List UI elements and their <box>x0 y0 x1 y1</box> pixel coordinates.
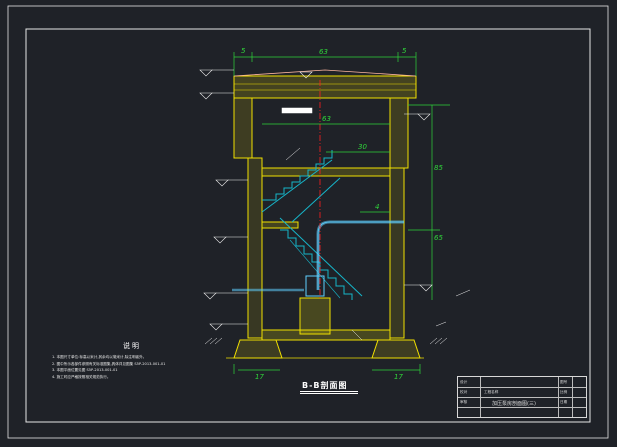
note-line-2: 2. 图中所示各部件参照有关标准图集,具体详见图集 S5P-2013-001-0… <box>52 361 166 366</box>
dim-right-height-2: 85 <box>434 164 443 172</box>
pump-unit <box>305 275 325 297</box>
right-wall-upper <box>389 97 409 169</box>
building-section <box>226 69 424 359</box>
roof-slope <box>233 69 417 77</box>
tb-divider <box>458 407 586 408</box>
left-footing <box>233 339 283 359</box>
elevation-markers <box>199 69 433 331</box>
tb-divider <box>458 387 586 388</box>
left-wall-lower <box>247 157 263 339</box>
section-title: B-B剖面图 <box>302 381 348 390</box>
stair-upper-flight <box>262 150 333 201</box>
tb-project-label: 工程名称 <box>484 390 499 394</box>
tb-divider <box>480 377 481 417</box>
dim-top-width: 63 <box>319 48 328 56</box>
dimension-lines <box>233 52 450 374</box>
tb-divider <box>572 377 573 417</box>
roof-slab <box>233 75 417 99</box>
section-marker <box>281 107 313 114</box>
mid-floor-left <box>261 221 299 229</box>
note-line-1: 1. 本图尺寸单位:标高以米计,其余均以毫米计,除注明者外。 <box>52 355 147 359</box>
dim-beam-height: 4 <box>375 203 379 211</box>
tb-divider <box>458 397 586 398</box>
intermediate-floor <box>261 167 391 177</box>
floor-slab <box>261 329 391 341</box>
notes-title: 说明 <box>123 342 141 350</box>
outer-frame <box>7 5 609 439</box>
dim-right-height-1: 65 <box>434 234 443 242</box>
left-wall-upper <box>233 97 253 159</box>
tb-right-label-3: 日期 <box>560 400 568 404</box>
notes-block: 说明 1. 本图尺寸单位:标高以米计,其余均以毫米计,除注明者外。 2. 图中所… <box>52 341 212 380</box>
dim-top-left: 5 <box>241 47 246 55</box>
tb-divider <box>558 377 559 417</box>
pipes <box>232 220 404 297</box>
dim-stair-width: 30 <box>358 143 367 151</box>
right-footing <box>371 339 421 359</box>
ground-hatch <box>204 337 448 345</box>
tb-drawing-name: 加压泵房剖面图(三) <box>492 401 536 407</box>
tb-right-label-2: 比例 <box>560 390 568 394</box>
pump-base <box>299 297 331 335</box>
section-title-underline-thin <box>300 393 358 394</box>
tb-right-label-1: 图号 <box>560 380 568 384</box>
dim-bottom-left: 17 <box>255 373 264 381</box>
title-block: 设计 校对 审核 工程名称 加压泵房剖面图(三) 图号 比例 日期 <box>457 376 587 418</box>
right-wall-lower <box>389 167 405 339</box>
dim-top-right: 5 <box>402 47 407 55</box>
note-line-4: 4. 施工时应严格按照相关规范执行。 <box>52 374 111 379</box>
tb-row-label-2: 校对 <box>460 390 468 394</box>
dimension-labels: 5 63 5 63 30 4 65 85 17 17 <box>241 47 443 381</box>
tb-row-label-3: 审核 <box>460 400 468 404</box>
note-line-3: 3. 本图平面位置见图 S5P-2013-001-01 <box>52 368 118 373</box>
tb-row-label-1: 设计 <box>460 380 468 384</box>
leader-lines <box>212 69 471 341</box>
dim-inner-width: 63 <box>322 115 331 123</box>
section-title-underline <box>300 391 358 392</box>
inner-frame <box>25 28 591 423</box>
dim-bottom-right: 17 <box>394 373 403 381</box>
